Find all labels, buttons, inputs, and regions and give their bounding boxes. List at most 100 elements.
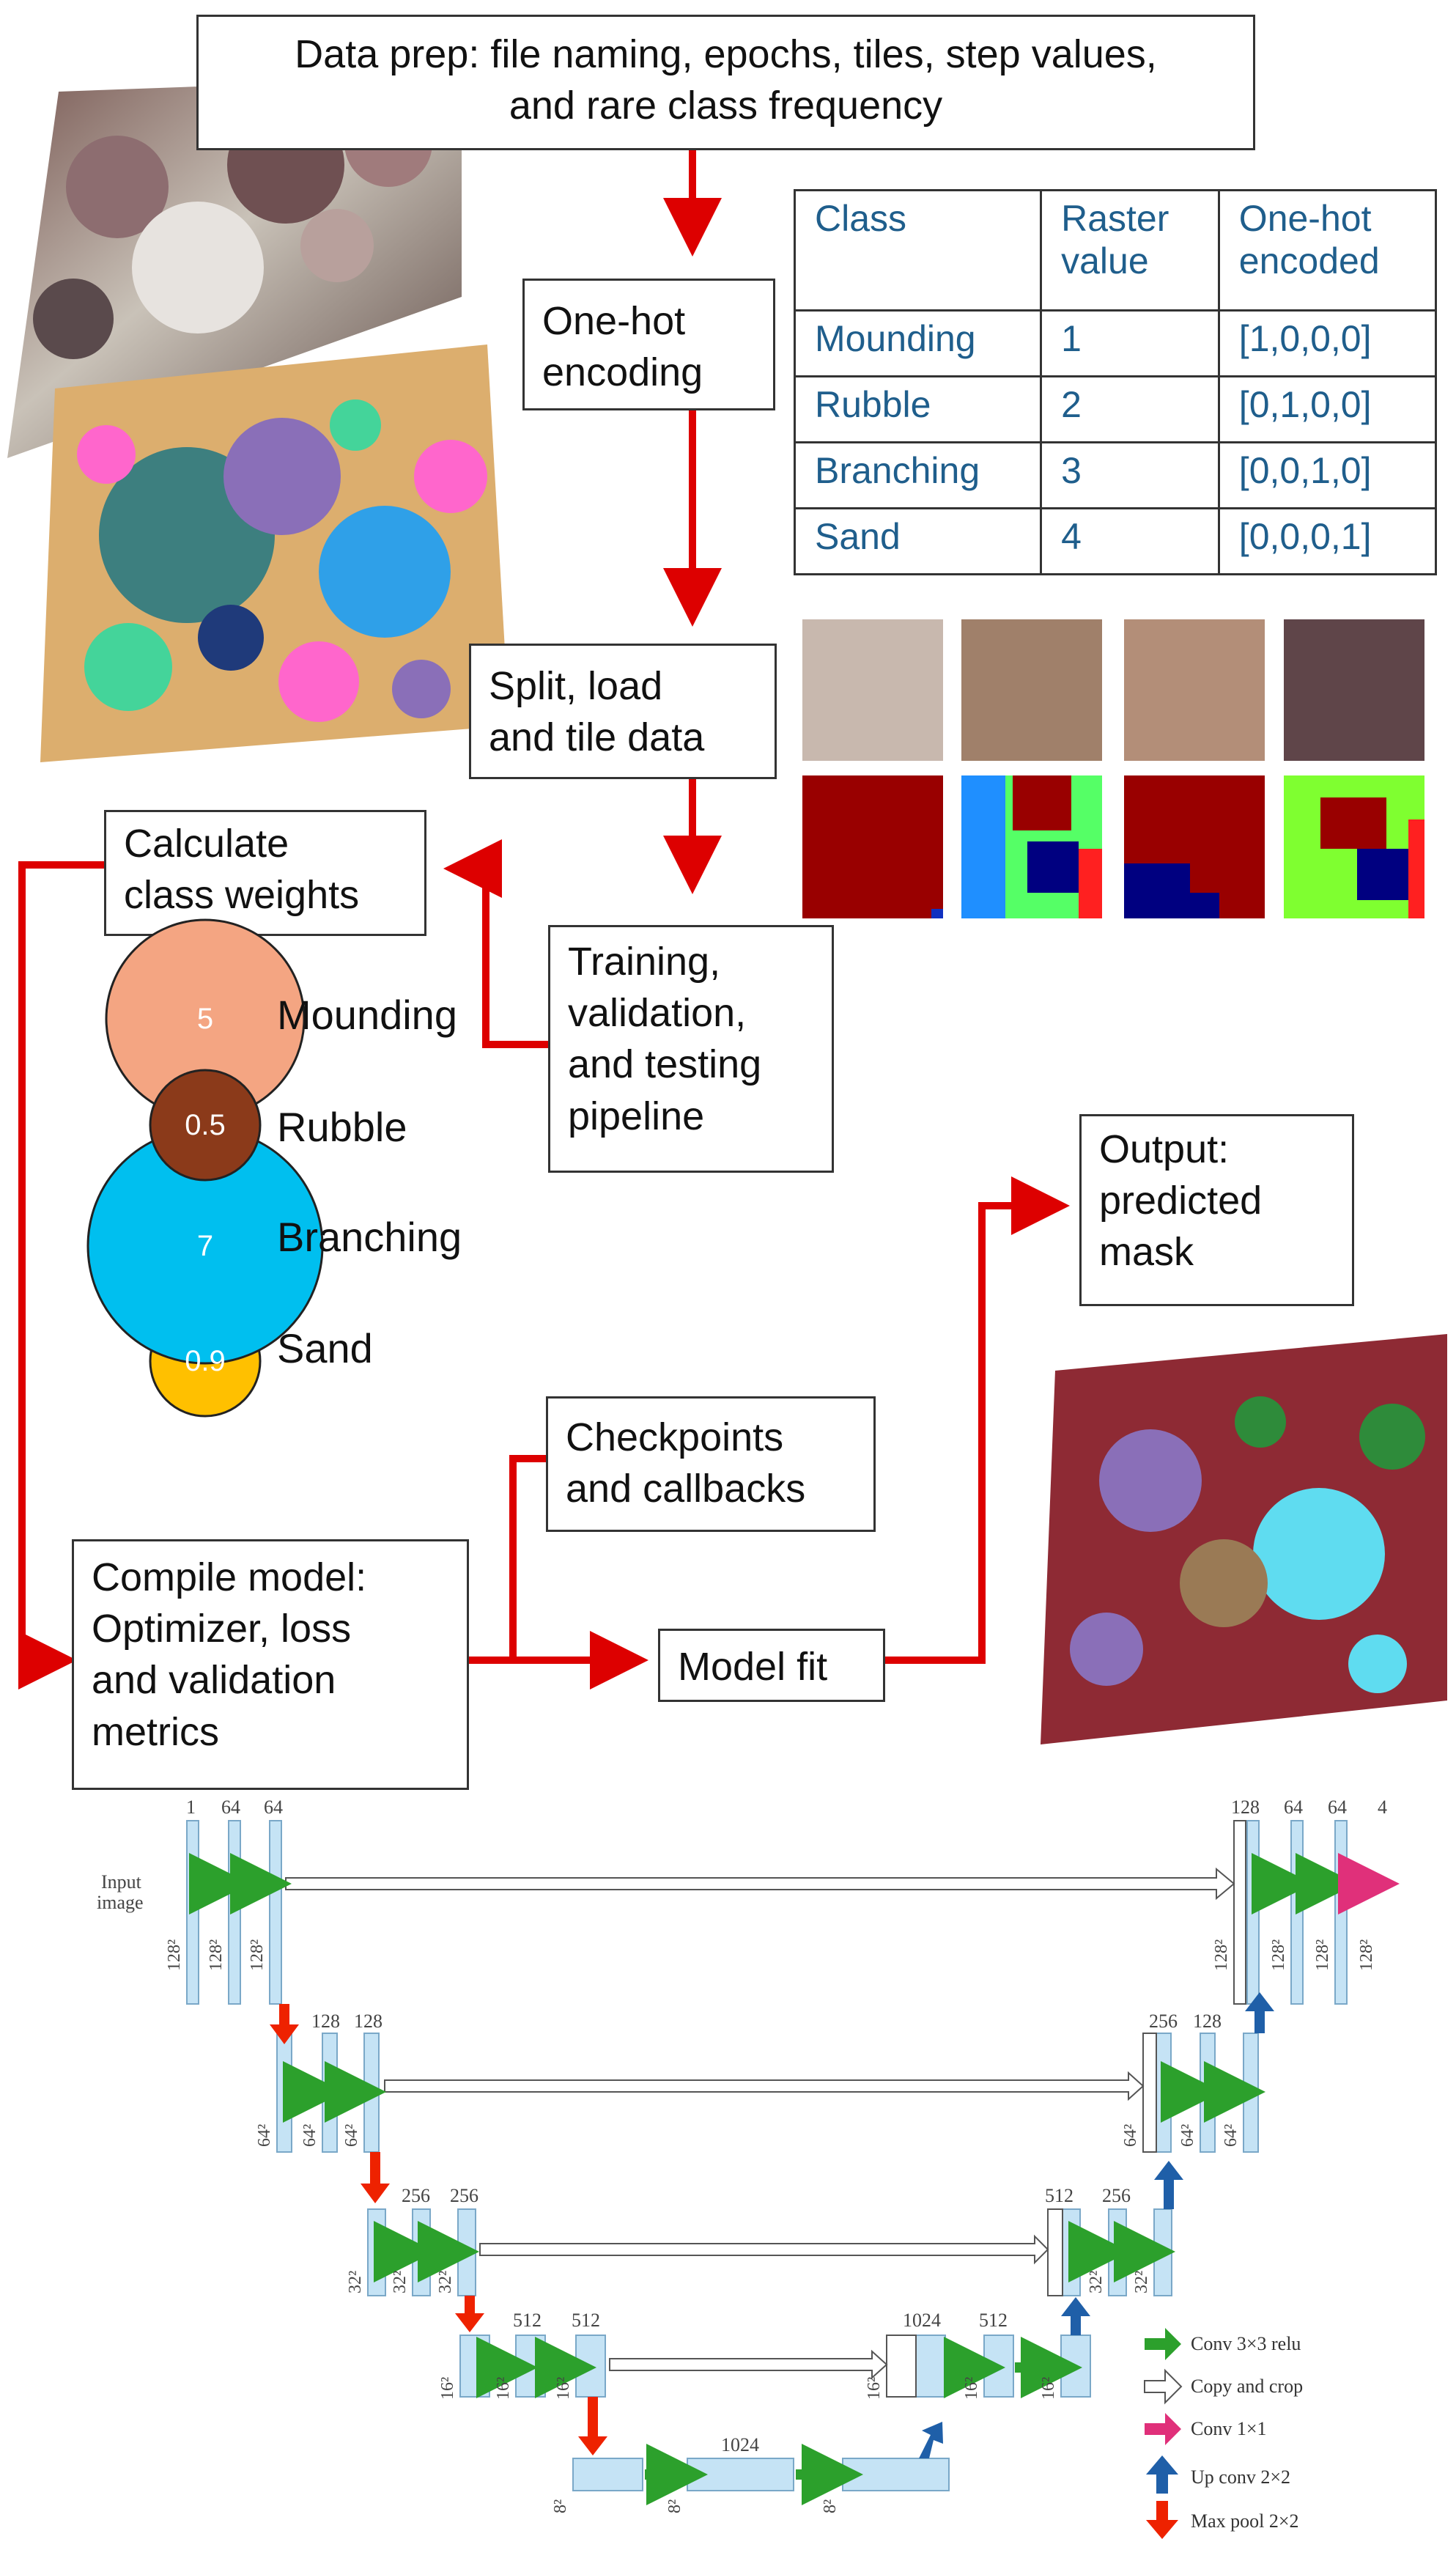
legend-label: Conv 1×1 — [1191, 2418, 1267, 2439]
mounding-mask-patch — [1284, 775, 1424, 918]
compile-line2: Optimizer, loss — [92, 1607, 352, 1651]
cell-raster: 2 — [1040, 375, 1220, 443]
channel-label: 512 — [572, 2310, 600, 2331]
channel-label: 256 — [1149, 2011, 1178, 2032]
legend-label: Copy and crop — [1191, 2376, 1303, 2397]
legend-label: Up conv 2×2 — [1191, 2466, 1290, 2488]
copy-crop-arrow — [609, 2349, 888, 2380]
calc-weights-line2: class weights — [124, 873, 360, 918]
unet-block — [1156, 2033, 1172, 2153]
size-label: 64² — [1121, 2124, 1140, 2147]
legend-label: Max pool 2×2 — [1191, 2510, 1299, 2532]
checkpoints-line1: Checkpoints — [566, 1415, 784, 1459]
calculate-class-weights-box: Calculate class weights — [104, 810, 426, 936]
unet-block — [367, 2208, 386, 2296]
cell-class: Sand — [793, 507, 1043, 575]
copy-crop-arrow — [479, 2234, 1049, 2265]
table-row: Branching 3 [0,0,1,0] — [793, 441, 1438, 509]
one-hot-line1: One-hot — [542, 299, 686, 343]
unet-copy-block — [1047, 2208, 1063, 2296]
unet-block — [1290, 1820, 1304, 2005]
size-label: 64² — [342, 2124, 361, 2147]
mounding-weight-label: Mounding — [277, 992, 457, 1038]
maxpool-arrow — [578, 2397, 607, 2455]
maxpool-arrow — [455, 2296, 484, 2332]
cell-raster: 3 — [1040, 441, 1220, 509]
unet-block — [575, 2335, 606, 2398]
cell-onehot: [0,0,0,1] — [1217, 507, 1438, 575]
size-label: 16² — [865, 2377, 884, 2400]
predicted-mask-image — [1041, 1334, 1447, 1744]
one-hot-line2: encoding — [542, 350, 703, 395]
compile-line3: and validation — [92, 1658, 336, 1703]
unet-diagram: Input image 1 64 64 128 128 256 256 512 … — [97, 1797, 1400, 2539]
size-label: 64² — [255, 2124, 274, 2147]
unet-block — [363, 2033, 380, 2153]
size-label: 32² — [1087, 2271, 1106, 2293]
unet-block — [459, 2335, 490, 2398]
channel-label: 128 — [1231, 1797, 1260, 1818]
input-image-label: image — [97, 1892, 144, 1913]
channel-label: 128 — [1193, 2011, 1222, 2032]
output-line2: predicted — [1099, 1179, 1263, 1223]
unet-legend: Conv 3×3 relu Copy and crop Conv 1×1 Up … — [1144, 2328, 1303, 2539]
channel-label: 64 — [1284, 1797, 1303, 1818]
channel-label: 64 — [264, 1797, 283, 1818]
checkpoints-line2: and callbacks — [566, 1467, 806, 1511]
mounding-weight-value: 5 — [196, 1003, 214, 1035]
size-label: 16² — [438, 2377, 457, 2400]
model-fit-box: Model fit — [658, 1629, 885, 1702]
checkpoints-callbacks-box: Checkpoints and callbacks — [546, 1396, 876, 1532]
size-label: 128² — [1313, 1939, 1332, 1971]
size-label: 16² — [962, 2377, 981, 2400]
compile-model-box: Compile model: Optimizer, loss and valid… — [72, 1539, 469, 1790]
size-label: 128² — [1357, 1939, 1376, 1971]
channel-label: 128 — [311, 2011, 340, 2032]
pipeline-line4: pipeline — [568, 1094, 705, 1138]
cell-class: Mounding — [793, 309, 1043, 377]
mounding-patch-image — [1284, 619, 1424, 761]
sand-patch-image — [802, 619, 943, 761]
data-prep-box: Data prep: file naming, epochs, tiles, s… — [196, 15, 1255, 150]
size-label: 16² — [1039, 2377, 1058, 2400]
size-label: 8² — [551, 2499, 570, 2513]
unet-block — [1200, 2033, 1216, 2153]
maxpool-arrow — [270, 2004, 299, 2044]
output-predicted-mask-box: Output: predicted mask — [1079, 1114, 1354, 1306]
rubble-patch-image — [961, 619, 1102, 761]
size-label: 8² — [665, 2499, 684, 2513]
cell-onehot: [1,0,0,0] — [1217, 309, 1438, 377]
split-load-tile-box: Split, load and tile data — [469, 644, 777, 779]
cell-class: Rubble — [793, 375, 1043, 443]
channel-label: 1024 — [903, 2310, 941, 2331]
branching-patch-image — [1124, 619, 1265, 761]
branching-mask-patch — [1124, 775, 1265, 918]
size-label: 64² — [300, 2124, 319, 2147]
cell-class: Branching — [793, 441, 1043, 509]
cell-onehot: [0,0,1,0] — [1217, 441, 1438, 509]
header-class: Class — [793, 189, 1043, 312]
size-label: 128² — [1212, 1939, 1231, 1971]
white-arrow-icon — [1144, 2368, 1183, 2405]
unet-block — [228, 1820, 241, 2005]
unet-block — [687, 2458, 794, 2491]
compile-line4: metrics — [92, 1709, 219, 1754]
data-prep-line2: and rare class frequency — [509, 84, 943, 128]
upconv-arrow — [1245, 1992, 1274, 2033]
compile-line1: Compile model: — [92, 1555, 367, 1599]
unet-copy-block — [1142, 2033, 1157, 2153]
green-arrow-icon — [1145, 2328, 1181, 2360]
size-label: 128² — [165, 1939, 184, 1971]
sand-weight-value: 0.9 — [185, 1345, 226, 1377]
upconv-arrow — [1061, 2297, 1090, 2335]
rubble-weight-bubble — [149, 1069, 262, 1182]
unet-block — [915, 2335, 946, 2398]
cell-raster: 4 — [1040, 507, 1220, 575]
channel-label: 1024 — [721, 2434, 759, 2455]
output-line1: Output: — [1099, 1127, 1230, 1171]
coral-orthomosaic-image — [7, 77, 462, 458]
channel-label: 64 — [221, 1797, 240, 1818]
size-label: 32² — [436, 2271, 455, 2293]
